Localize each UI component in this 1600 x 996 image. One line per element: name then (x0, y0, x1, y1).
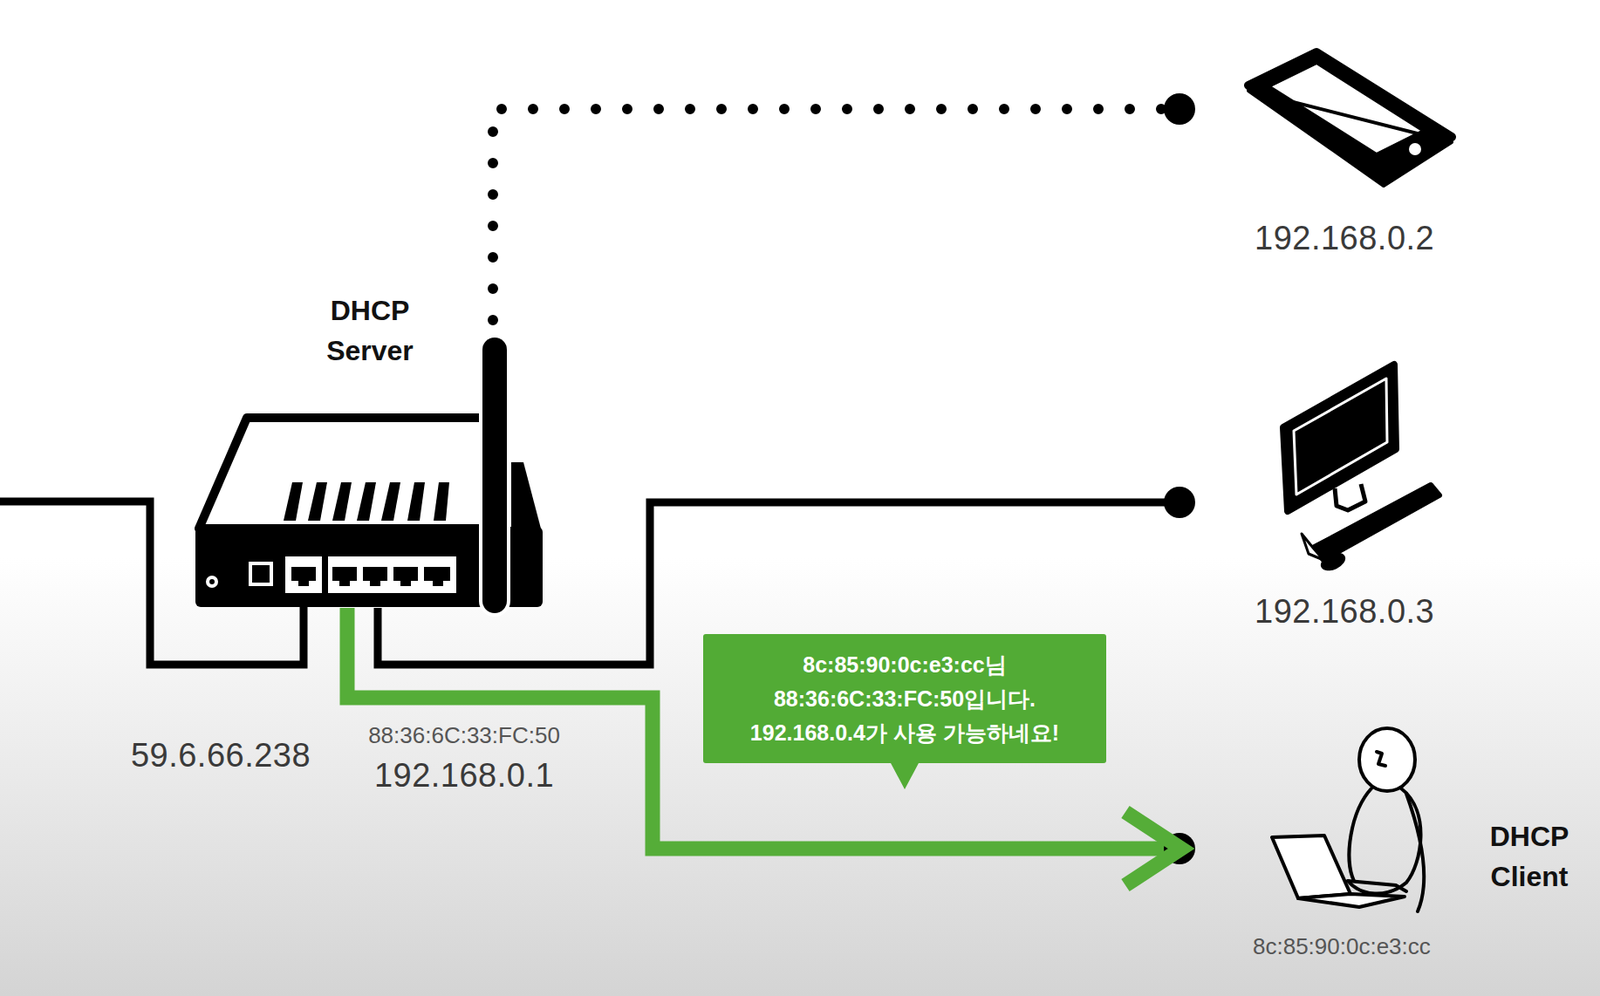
dhcp-offer-arrow (347, 608, 1196, 886)
client-node: DHCP Client 8c:85:90:0c:e3:cc (1186, 715, 1590, 969)
wireless-link (492, 93, 1196, 415)
endpoint-dot (1163, 486, 1196, 519)
person-icon (1271, 728, 1424, 912)
router-node: DHCP Server (196, 414, 541, 609)
phone-icon (1248, 52, 1452, 186)
desktop-node: 192.168.0.3 (1186, 348, 1475, 637)
wan-ip: 59.6.66.238 (130, 737, 311, 775)
router-icon (195, 334, 543, 617)
connector-line (347, 608, 1187, 849)
ip-address: 192.168.0.2 (1254, 219, 1435, 258)
mac-address: 8c:85:90:0c:e3:cc (1252, 933, 1431, 961)
phone-node: 192.168.0.2 (1186, 34, 1475, 262)
node-heading: DHCP Server (321, 290, 419, 372)
connector-line (492, 109, 1187, 415)
endpoint-dot (1163, 93, 1196, 125)
ip-address: 192.168.0.3 (1254, 593, 1435, 631)
arrow-head (1125, 812, 1182, 886)
desktop-icon (1283, 364, 1440, 574)
speech-bubble: 8c:85:90:0c:e3:cc님 88:36:6C:33:FC:50입니다.… (703, 634, 1107, 764)
mac-address: 88:36:6C:33:FC:50 (368, 722, 561, 750)
lan-ip: 192.168.0.1 (374, 757, 554, 795)
node-heading: DHCP Client (1472, 816, 1587, 898)
